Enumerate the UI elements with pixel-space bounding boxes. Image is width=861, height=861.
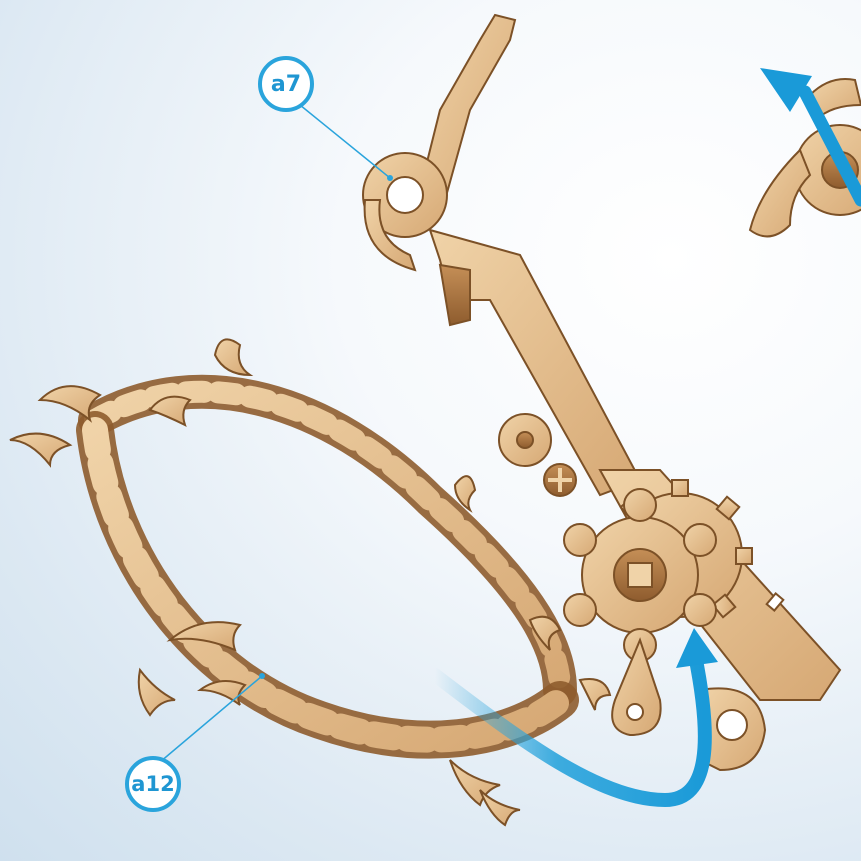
leader-a12-dot bbox=[259, 673, 265, 679]
callout-a7-label: a7 bbox=[271, 72, 301, 97]
callout-a12-label: a12 bbox=[131, 772, 174, 796]
callout-a12: a12 bbox=[125, 756, 181, 812]
callout-a7: a7 bbox=[258, 56, 314, 112]
leader-a7-dot bbox=[387, 175, 393, 181]
curved-arrow-icon bbox=[435, 628, 718, 800]
leader-a7 bbox=[300, 105, 390, 178]
chain-loop bbox=[10, 339, 610, 825]
